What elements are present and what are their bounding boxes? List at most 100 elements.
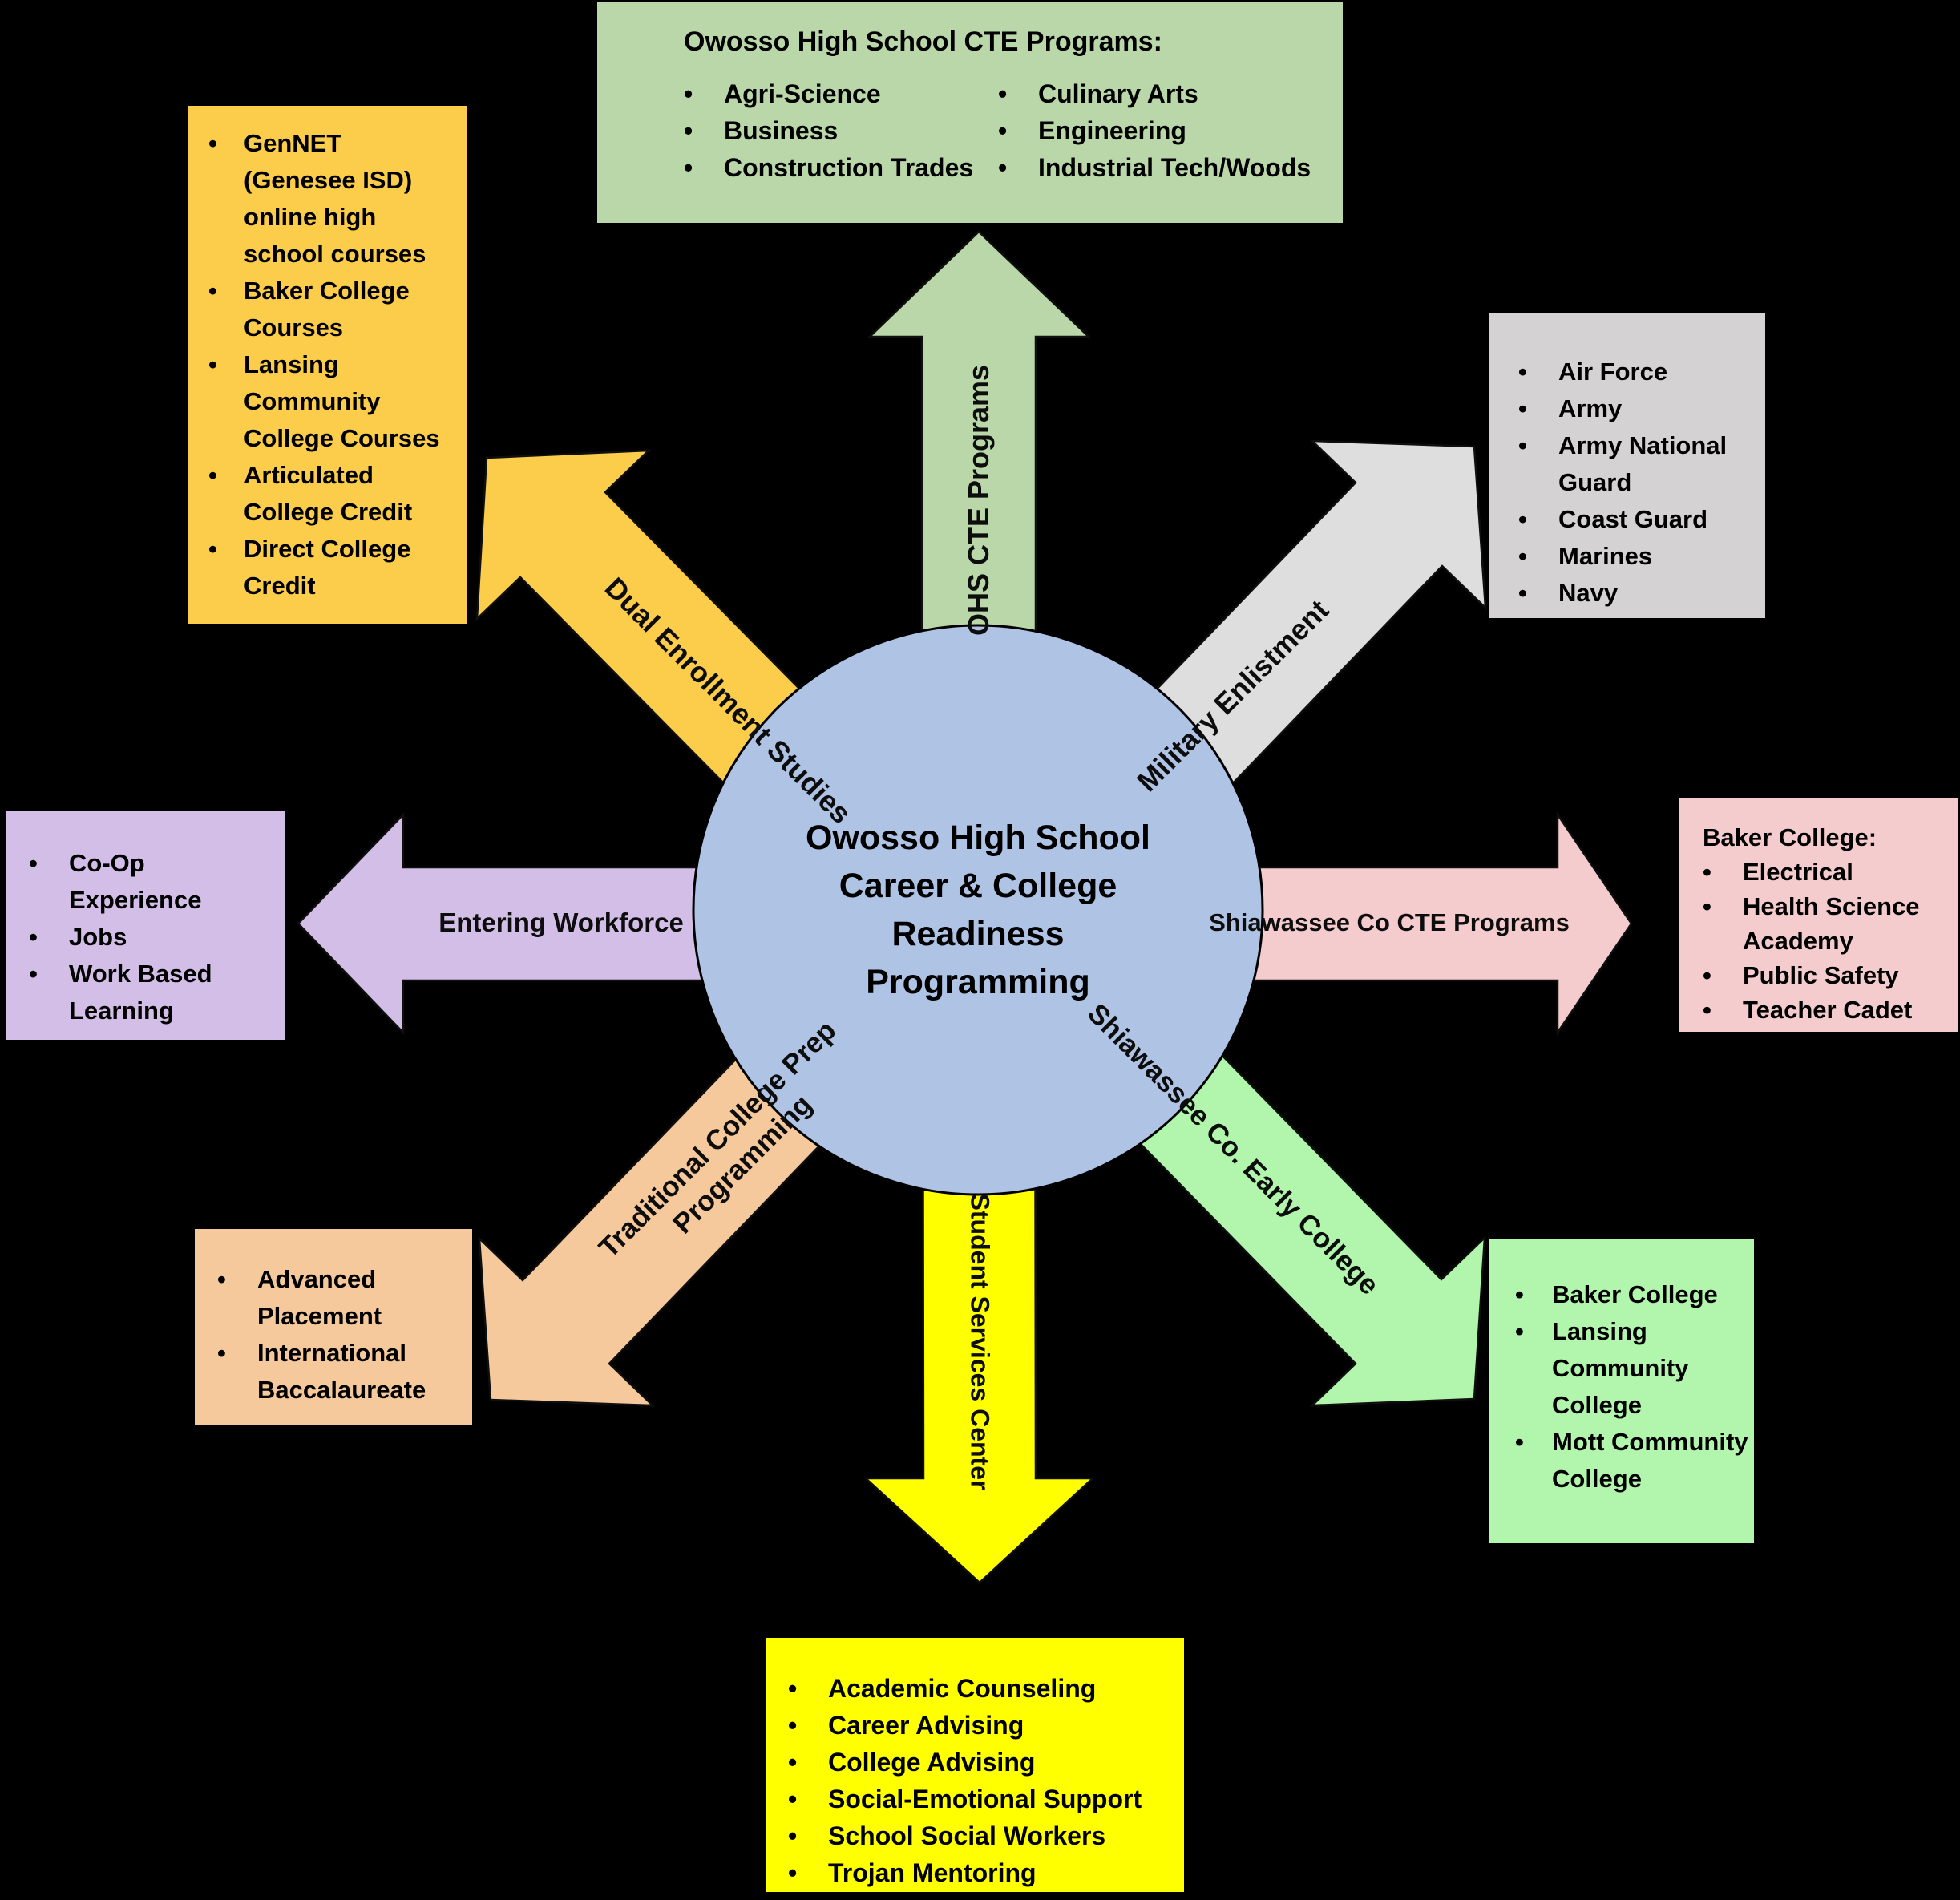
list-item: • Lansing Community College [1515,1313,1749,1424]
list-item-text: School Social Workers [828,1821,1106,1850]
list-item-text: College Advising [828,1748,1036,1777]
list-item: •Navy [1518,575,1757,612]
bullet-icon: • [1518,542,1527,570]
list-item: • Baker College Courses [208,273,457,346]
dual-enrollment-list: • GenNET (Genesee ISD) online high school… [208,125,457,604]
arrow-label-ohs-cte: OHS CTE Programs [962,364,995,637]
list-item: • Army National Guard [1518,427,1757,501]
bullet-icon: • [208,461,217,489]
dual-enrollment-box: • GenNET (Genesee ISD) online high school… [188,106,467,624]
student-services-list: •Academic Counseling•Career Advising•Col… [788,1670,1176,1891]
list-item-text: Navy [1558,579,1619,607]
list-item: •Electrical [1703,855,1951,889]
bullet-icon: • [1515,1280,1524,1308]
list-item: •Lansing Community College Courses [208,346,457,457]
bullet-icon: • [29,923,38,951]
list-item-text: Trojan Mentoring [828,1858,1037,1887]
bullet-icon: • [788,1674,798,1703]
list-item-text: Lansing Community College [1552,1317,1689,1419]
text-line: Career & College [839,867,1117,905]
bullet-icon: • [788,1711,798,1740]
military-list: •Air Force•Army•Army National Guard•Coas… [1518,354,1757,612]
bullet-icon: • [1518,358,1527,386]
arrow-label-student-services: Student Services Center [965,1193,995,1490]
bullet-icon: • [1515,1317,1524,1345]
list-item: • Trojan Mentoring [788,1854,1176,1891]
list-item: • Jobs [29,919,277,956]
list-item-text: Baker College Courses [244,277,410,342]
list-item: •College Advising [788,1744,1176,1781]
list-item-text: Social-Emotional Support [828,1785,1142,1813]
list-item: •Mott Community College [1515,1424,1749,1498]
list-item: • Academic Counseling [788,1670,1176,1707]
list-item: • Army [1518,390,1757,427]
college-prep-list: •Advanced Placement•International Baccal… [217,1261,466,1409]
list-item: •School Social Workers [788,1817,1176,1854]
text-line: Owosso High School [805,819,1151,857]
bullet-icon: • [208,129,217,157]
workforce-box: •Co-Op Experience•Jobs•Work Based Learni… [6,811,285,1040]
center-circle [692,624,1264,1196]
bullet-icon: • [208,350,217,378]
bullet-icon: • [208,277,217,305]
list-item-text: Work Based Learning [69,960,212,1025]
list-item: •Co-Op Experience [29,845,277,919]
ohs-cte-programs-box: Owosso High School CTE Programs: • Agri-S… [597,2,1343,223]
list-item: •Engineering [998,112,1335,149]
list-item: •Direct College Credit [208,531,457,604]
bullet-icon: • [1515,1428,1524,1456]
military-box: •Air Force•Army•Army National Guard•Coas… [1489,313,1765,618]
list-item-text: Jobs [69,923,127,951]
list-item-text: Marines [1558,542,1653,570]
list-item: • Career Advising [788,1707,1176,1744]
list-item: • Teacher Cadet [1703,992,1951,1027]
bullet-icon: • [1703,892,1711,920]
list-item-text: Army National Guard [1558,431,1728,496]
list-item-text: Army [1558,394,1623,422]
list-item-text: Career Advising [828,1711,1024,1740]
early-college-list: •Baker College•Lansing Community College… [1515,1276,1749,1498]
list-item-text: Culinary Arts [1038,79,1198,108]
list-item: • Articulated College Credit [208,457,457,531]
bullet-icon: • [1518,505,1527,533]
bullet-icon: • [998,79,1008,108]
list-item-text: Agri-Science [724,79,881,108]
bullet-icon: • [998,116,1008,145]
list-item: •Social-Emotional Support [788,1781,1176,1817]
bullet-icon: • [998,153,1008,182]
ohs-cte-list-col2: •Culinary Arts•Engineering•Industrial Te… [998,75,1335,186]
list-item-text: Direct College Credit [244,535,411,600]
list-item: •Public Safety [1703,958,1951,992]
list-item: •Advanced Placement [217,1261,466,1335]
list-item-text: Teacher Cadet [1743,996,1913,1024]
text-line: Readiness [891,915,1065,953]
shiawassee-cte-box: Baker College: •Electrical•Health Scienc… [1679,798,1958,1032]
workforce-list: •Co-Op Experience•Jobs•Work Based Learni… [29,845,277,1029]
list-item-text: International Baccalaureate [257,1339,426,1404]
list-item-text: GenNET (Genesee ISD) online high school … [244,129,426,268]
bullet-icon: • [29,849,38,877]
list-item-text: Health Science Academy [1743,892,1920,955]
list-item-text: Electrical [1743,858,1853,886]
list-item: •Baker College [1515,1276,1749,1313]
list-item: •Air Force [1518,354,1757,390]
arrow-label-shiawassee-cte: Shiawassee Co CTE Programs [1209,908,1570,936]
bullet-icon: • [1703,996,1711,1024]
bullet-icon: • [788,1858,798,1887]
ohs-cte-box-title: Owosso High School CTE Programs: [684,26,1162,57]
list-item-text: Articulated College Credit [244,461,413,526]
bullet-icon: • [1518,431,1527,459]
shiawassee-cte-list: •Electrical•Health Science Academy•Publi… [1703,855,1951,1027]
student-services-box: •Academic Counseling•Career Advising•Col… [766,1638,1184,1892]
list-item-text: Coast Guard [1558,505,1708,533]
bullet-icon: • [684,79,693,108]
bullet-icon: • [684,116,693,145]
list-item: • Agri-Science [684,75,998,112]
bullet-icon: • [1518,394,1527,422]
list-item: • Business [684,112,998,149]
list-item-text: Business [724,116,839,145]
list-item-text: Academic Counseling [828,1674,1097,1703]
list-item-text: Construction Trades [724,153,974,182]
